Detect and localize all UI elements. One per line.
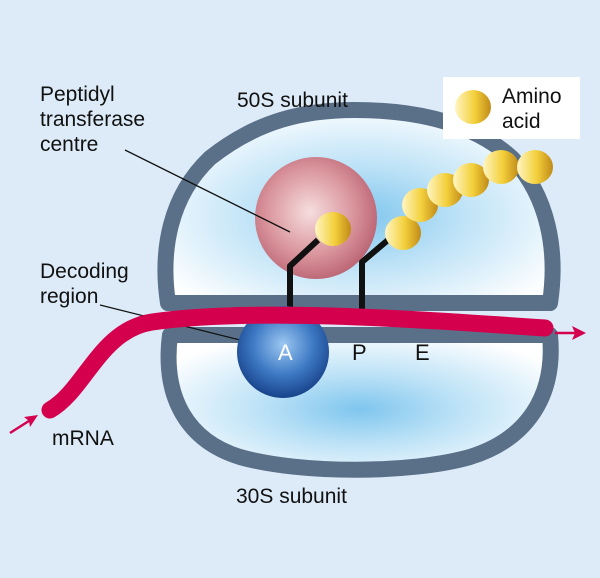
label-50s-subunit: 50S subunit	[237, 89, 348, 112]
site-label-a: A	[278, 340, 293, 365]
legend-line: Amino	[502, 85, 562, 108]
amino-acid-bead	[517, 150, 553, 184]
label-line: centre	[40, 133, 99, 156]
label-mrna: mRNA	[52, 427, 114, 450]
peptidyl-transferase-centre	[255, 157, 377, 279]
site-label-e: E	[415, 340, 430, 365]
peptidyl-pointer-line	[124, 149, 291, 233]
label-line: Peptidyl	[40, 83, 115, 106]
decoding-region	[237, 306, 329, 398]
legend-label: Amino acid	[502, 84, 562, 134]
amino-acid-bead	[385, 216, 421, 250]
amino-acid-chain	[315, 150, 553, 250]
mrna-exit-arrowhead	[572, 326, 586, 340]
amino-acid-bead	[483, 150, 519, 184]
label-peptidyl-transferase-centre: Peptidyl transferase centre	[40, 82, 145, 157]
trna-a-site-stem	[287, 237, 321, 316]
label-decoding-region: Decoding region	[40, 259, 129, 309]
legend-line: acid	[502, 110, 541, 133]
mrna-entry-arrowhead	[24, 415, 38, 427]
mrna-entry-arrow	[9, 417, 33, 435]
trna-p-site-stem	[359, 237, 390, 316]
site-label-p: P	[352, 340, 367, 365]
legend-amino-acid-icon	[455, 90, 491, 124]
amino-acid-bead	[453, 163, 489, 197]
label-line: Decoding	[40, 260, 129, 283]
mrna-strand	[41, 306, 554, 419]
amino-acid-bead	[315, 212, 351, 246]
label-line: region	[40, 285, 99, 308]
label-line: transferase	[40, 108, 146, 131]
label-30s-subunit: 30S subunit	[236, 485, 347, 508]
